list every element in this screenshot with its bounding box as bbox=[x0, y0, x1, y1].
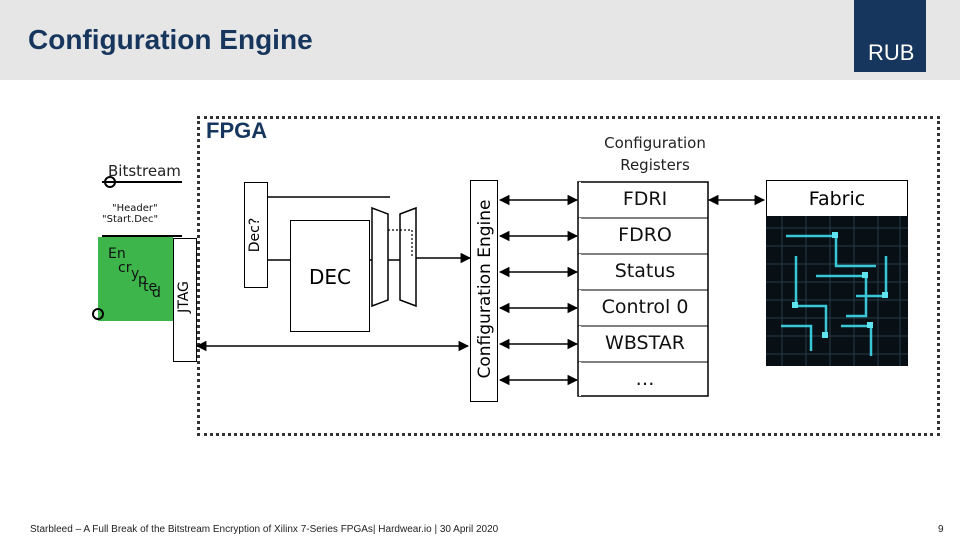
config-engine-block: Configuration Engine bbox=[470, 180, 498, 402]
decryption-block: DEC bbox=[290, 220, 370, 332]
jtag-label: JTAG bbox=[176, 281, 192, 313]
register-fdri: FDRI bbox=[579, 182, 709, 216]
register-status: Status bbox=[579, 254, 709, 288]
page-number: 9 bbox=[938, 524, 944, 535]
config-engine-label: Configuration Engine bbox=[475, 199, 495, 379]
encrypted-letter-1: En bbox=[108, 246, 126, 262]
header-bar bbox=[0, 0, 960, 80]
config-registers-label-line2: Registers bbox=[620, 156, 690, 174]
config-registers-label-line1: Configuration bbox=[604, 134, 706, 152]
register-wbstar: WBSTAR bbox=[579, 326, 709, 360]
footer-text: Starbleed – A Full Break of the Bitstrea… bbox=[30, 524, 499, 535]
fabric-layout-image bbox=[766, 216, 908, 366]
mux-shape bbox=[399, 206, 417, 308]
encrypted-letter-3: y bbox=[131, 266, 140, 282]
encrypted-letter-2: cr bbox=[118, 260, 132, 276]
slide-title: Configuration Engine bbox=[28, 24, 313, 55]
dec-check-block: Dec? bbox=[244, 182, 268, 288]
register-fdro: FDRO bbox=[579, 218, 709, 252]
bitstream-roll-bottom bbox=[92, 308, 104, 320]
bitstream-header-line2: "Start.Dec" bbox=[102, 214, 159, 225]
bitstream-label: Bitstream bbox=[108, 162, 181, 180]
encrypted-letter-5: te bbox=[143, 279, 158, 295]
fpga-label: FPGA bbox=[206, 118, 268, 143]
bitstream-header-line1: "Header" bbox=[112, 203, 158, 214]
register-more: … bbox=[579, 362, 709, 396]
bitstream-header-section bbox=[102, 181, 182, 237]
register-control0: Control 0 bbox=[579, 290, 709, 324]
dec-check-label: Dec? bbox=[247, 217, 263, 253]
encrypted-letter-4: p bbox=[138, 272, 147, 288]
fabric-label-box: Fabric bbox=[766, 180, 908, 218]
fabric-routing-picture bbox=[766, 216, 908, 366]
fpga-boundary bbox=[197, 116, 940, 436]
encrypted-letter-6: d bbox=[152, 285, 161, 301]
bitstream-encrypted-section bbox=[98, 237, 173, 321]
jtag-block: JTAG bbox=[173, 238, 197, 362]
rub-logo: RUB bbox=[854, 0, 926, 72]
config-registers-label: Configuration Registers bbox=[600, 132, 710, 176]
logo-text: RUB bbox=[868, 40, 915, 65]
fabric-label: Fabric bbox=[808, 188, 866, 210]
demux-shape bbox=[371, 206, 389, 308]
bitstream-roll-top bbox=[104, 176, 116, 188]
dec-label: DEC bbox=[308, 265, 351, 289]
